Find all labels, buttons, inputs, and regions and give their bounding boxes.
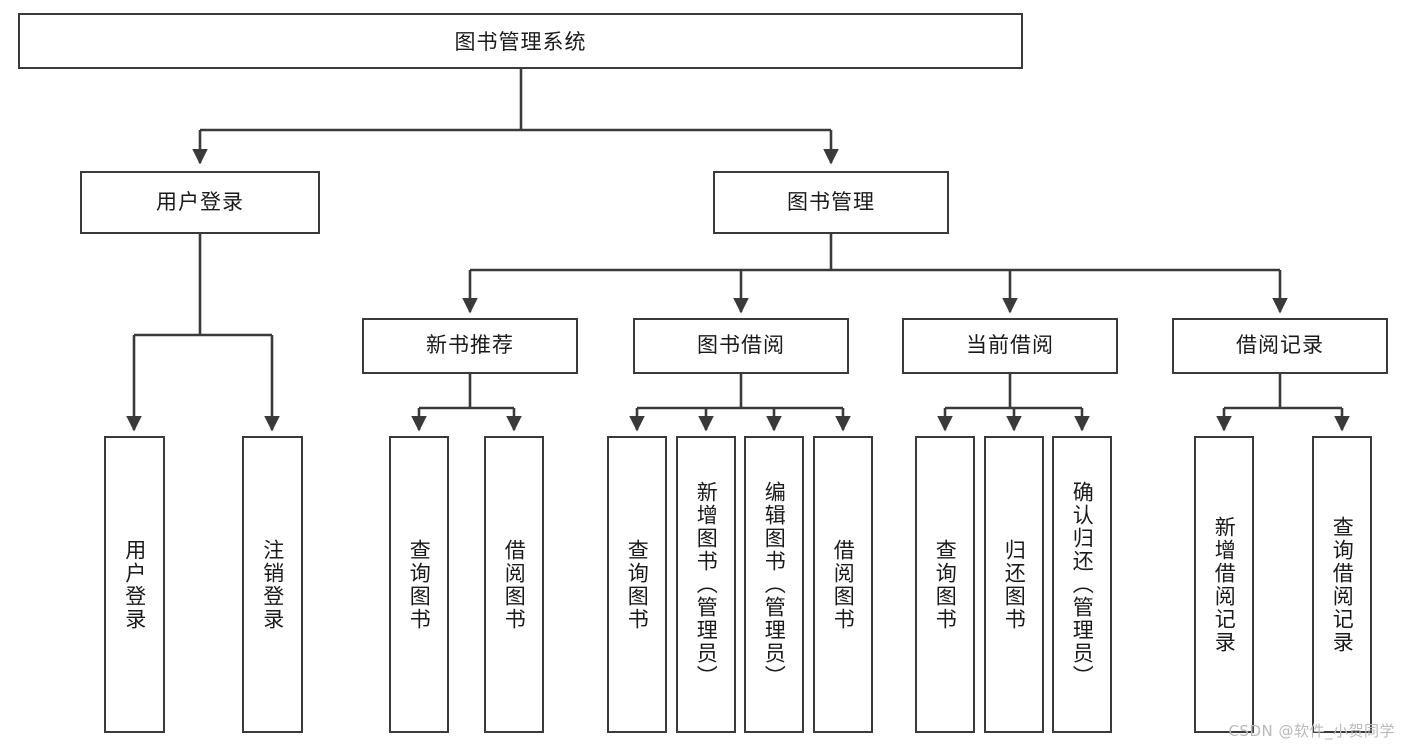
node-book-management[interactable]: 图书管理 [713, 171, 949, 234]
leaf-current-borrow-return[interactable]: 归还图书 [984, 436, 1044, 733]
node-root-system[interactable]: 图书管理系统 [18, 13, 1023, 69]
leaf-current-borrow-confirm-return[interactable]: 确认归还（管理员） [1052, 436, 1112, 733]
leaf-user-login-signin[interactable]: 用户登录 [104, 436, 165, 733]
leaf-book-borrow-add[interactable]: 新增图书（管理员） [676, 436, 736, 733]
leaf-new-book-query[interactable]: 查询图书 [389, 436, 449, 733]
leaf-current-borrow-query[interactable]: 查询图书 [915, 436, 975, 733]
watermark-text: CSDN @软件_小贺同学 [1228, 722, 1395, 740]
node-borrow-record[interactable]: 借阅记录 [1172, 318, 1388, 374]
leaf-new-book-borrow[interactable]: 借阅图书 [484, 436, 544, 733]
node-current-borrow[interactable]: 当前借阅 [902, 318, 1118, 374]
node-book-borrow[interactable]: 图书借阅 [633, 318, 849, 374]
leaf-user-login-signout[interactable]: 注销登录 [242, 436, 303, 733]
leaf-book-borrow-edit[interactable]: 编辑图书（管理员） [744, 436, 804, 733]
leaf-book-borrow-borrow[interactable]: 借阅图书 [813, 436, 873, 733]
node-user-login[interactable]: 用户登录 [80, 171, 320, 234]
leaf-borrow-record-add[interactable]: 新增借阅记录 [1194, 436, 1254, 733]
node-new-book-recommend[interactable]: 新书推荐 [362, 318, 578, 374]
leaf-book-borrow-query[interactable]: 查询图书 [607, 436, 667, 733]
leaf-borrow-record-query[interactable]: 查询借阅记录 [1312, 436, 1372, 733]
